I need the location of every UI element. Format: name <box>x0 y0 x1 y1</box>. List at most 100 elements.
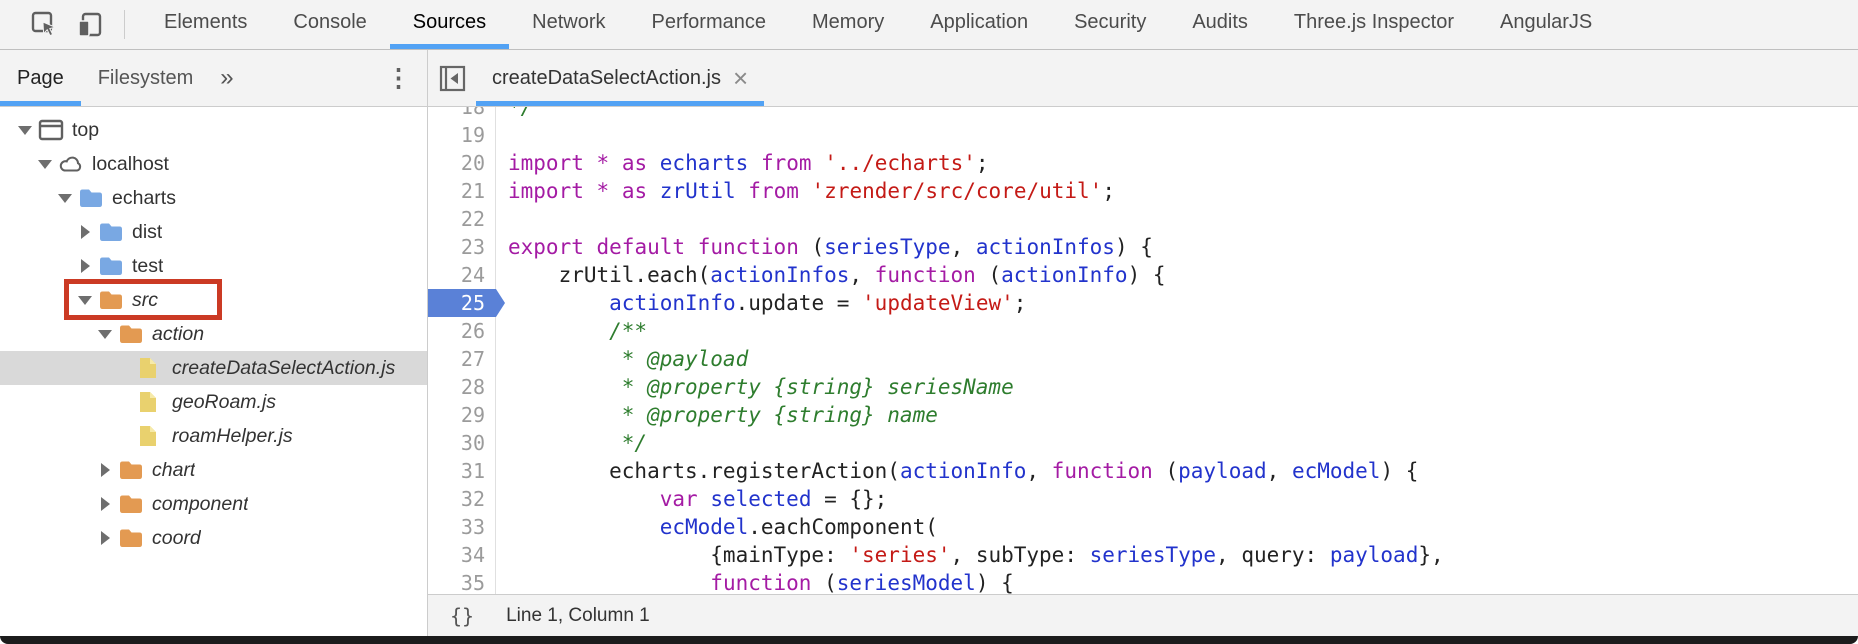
more-options-button[interactable]: ⋮ <box>370 50 427 106</box>
inspect-element-button[interactable] <box>30 10 60 40</box>
code-text: function (seriesModel) { <box>710 571 1014 594</box>
tree-item-test[interactable]: test <box>0 249 427 283</box>
code-line[interactable]: 26 /** <box>428 317 1858 345</box>
panel-tab-sources[interactable]: Sources <box>389 0 510 49</box>
code-line[interactable]: 32 var selected = {}; <box>428 485 1858 513</box>
editor-tab[interactable]: createDataSelectAction.js × <box>476 50 765 106</box>
disclosure-arrow-icon[interactable] <box>14 125 36 135</box>
window-bottom-edge <box>0 636 1858 644</box>
line-number[interactable]: 21 <box>428 177 496 205</box>
tree-item-dist[interactable]: dist <box>0 215 427 249</box>
device-toolbar-button[interactable] <box>76 10 106 40</box>
tree-item-createdataselectaction-js[interactable]: createDataSelectAction.js <box>0 351 427 385</box>
disclosure-arrow-icon[interactable] <box>74 225 96 239</box>
panel-tab-elements[interactable]: Elements <box>164 10 248 33</box>
close-tab-icon[interactable]: × <box>733 63 749 93</box>
code-line[interactable]: 22 <box>428 205 1858 233</box>
tree-item-action[interactable]: action <box>0 317 427 351</box>
panel-tab-security[interactable]: Security <box>1074 10 1147 33</box>
panel-tab-network[interactable]: Network <box>532 10 606 33</box>
line-number[interactable]: 31 <box>428 457 496 485</box>
disclosure-arrow-icon[interactable] <box>74 259 96 273</box>
folder-icon <box>100 291 122 309</box>
panel-tab-angularjs[interactable]: AngularJS <box>1500 10 1593 33</box>
code-line[interactable]: 33 ecModel.eachComponent( <box>428 513 1858 541</box>
file-icon <box>140 358 156 378</box>
folder-icon <box>100 223 122 241</box>
line-number[interactable]: 20 <box>428 149 496 177</box>
code-line[interactable]: 19 <box>428 121 1858 149</box>
code-line[interactable]: 28 * @property {string} seriesName <box>428 373 1858 401</box>
folder-icon <box>80 189 102 207</box>
code-line[interactable]: 34 {mainType: 'series', subType: seriesT… <box>428 541 1858 569</box>
panel-tab-memory[interactable]: Memory <box>812 10 885 33</box>
sidebar-tab-filesystem[interactable]: Filesystem <box>97 66 194 89</box>
tree-item-localhost[interactable]: localhost <box>0 147 427 181</box>
collapse-navigator-button[interactable] <box>428 50 476 106</box>
folder-icon <box>120 495 142 513</box>
tree-item-top[interactable]: top <box>0 113 427 147</box>
code-text: */ <box>508 431 648 455</box>
code-line[interactable]: 30 */ <box>428 429 1858 457</box>
panel-tab-console[interactable]: Console <box>293 10 367 33</box>
disclosure-arrow-icon[interactable] <box>94 463 116 477</box>
tree-item-coord[interactable]: coord <box>0 521 427 555</box>
code-line[interactable]: 24 zrUtil.each(actionInfos, function (ac… <box>428 261 1858 289</box>
collapse-panel-icon <box>439 65 465 91</box>
line-number[interactable]: 27 <box>428 345 496 373</box>
panel-tab-performance[interactable]: Performance <box>651 10 767 33</box>
disclosure-arrow-icon[interactable] <box>74 295 96 305</box>
frame-icon <box>38 119 64 141</box>
tree-item-georoam-js[interactable]: geoRoam.js <box>0 385 427 419</box>
panel-tabs: Elements Console Sources Network Performance… <box>141 0 1615 49</box>
line-number[interactable]: 32 <box>428 485 496 513</box>
tree-item-src[interactable]: src <box>0 279 427 320</box>
panel-tab-three-js-inspector[interactable]: Three.js Inspector <box>1293 10 1454 33</box>
editor-status-bar: {} Line 1, Column 1 <box>428 594 1858 636</box>
line-number[interactable]: 30 <box>428 429 496 457</box>
tree-item-component[interactable]: component <box>0 487 427 521</box>
disclosure-arrow-icon[interactable] <box>34 159 56 169</box>
disclosure-arrow-icon[interactable] <box>94 329 116 339</box>
code-line[interactable]: 18*/ <box>428 107 1858 121</box>
line-number[interactable]: 29 <box>428 401 496 429</box>
sidebar-tab-page[interactable]: Page <box>0 50 81 106</box>
disclosure-arrow-icon[interactable] <box>54 193 76 203</box>
code-line[interactable]: 25 actionInfo.update = 'updateView'; <box>428 289 1858 317</box>
line-number[interactable]: 34 <box>428 541 496 569</box>
kebab-icon: ⋮ <box>386 64 411 92</box>
panel-tab-application[interactable]: Application <box>930 10 1029 33</box>
line-number[interactable]: 28 <box>428 373 496 401</box>
code-line[interactable]: 35 function (seriesModel) { <box>428 569 1858 594</box>
panel-tab-audits[interactable]: Audits <box>1192 10 1248 33</box>
folder-icon <box>120 325 142 343</box>
line-number[interactable]: 35 <box>428 569 496 594</box>
tree-item-echarts[interactable]: echarts <box>0 181 427 215</box>
device-toolbar-icon <box>78 12 102 37</box>
disclosure-arrow-icon[interactable] <box>94 497 116 511</box>
pretty-print-button[interactable]: {} <box>444 602 480 630</box>
line-number[interactable]: 33 <box>428 513 496 541</box>
tree-item-label: roamHelper.js <box>172 424 293 447</box>
code-line[interactable]: 27 * @payload <box>428 345 1858 373</box>
code-text: zrUtil.each(actionInfos, function (actio… <box>508 263 1166 287</box>
line-number[interactable]: 22 <box>428 205 496 233</box>
tabs-overflow-button[interactable]: » <box>210 50 243 106</box>
line-number[interactable]: 26 <box>428 317 496 345</box>
line-number[interactable]: 24 <box>428 261 496 289</box>
line-number[interactable]: 18 <box>428 107 496 121</box>
code-line[interactable]: 29 * @property {string} name <box>428 401 1858 429</box>
disclosure-arrow-icon[interactable] <box>94 531 116 545</box>
breakpoint-marker[interactable]: 25 <box>428 289 505 317</box>
code-line[interactable]: 31 echarts.registerAction(actionInfo, fu… <box>428 457 1858 485</box>
tree-item-chart[interactable]: chart <box>0 453 427 487</box>
line-number[interactable]: 19 <box>428 121 496 149</box>
tree-item-roamhelper-js[interactable]: roamHelper.js <box>0 419 427 453</box>
code-text: * @property {string} seriesName <box>508 375 1014 399</box>
tree-item-label: echarts <box>112 186 176 209</box>
line-number[interactable]: 23 <box>428 233 496 261</box>
